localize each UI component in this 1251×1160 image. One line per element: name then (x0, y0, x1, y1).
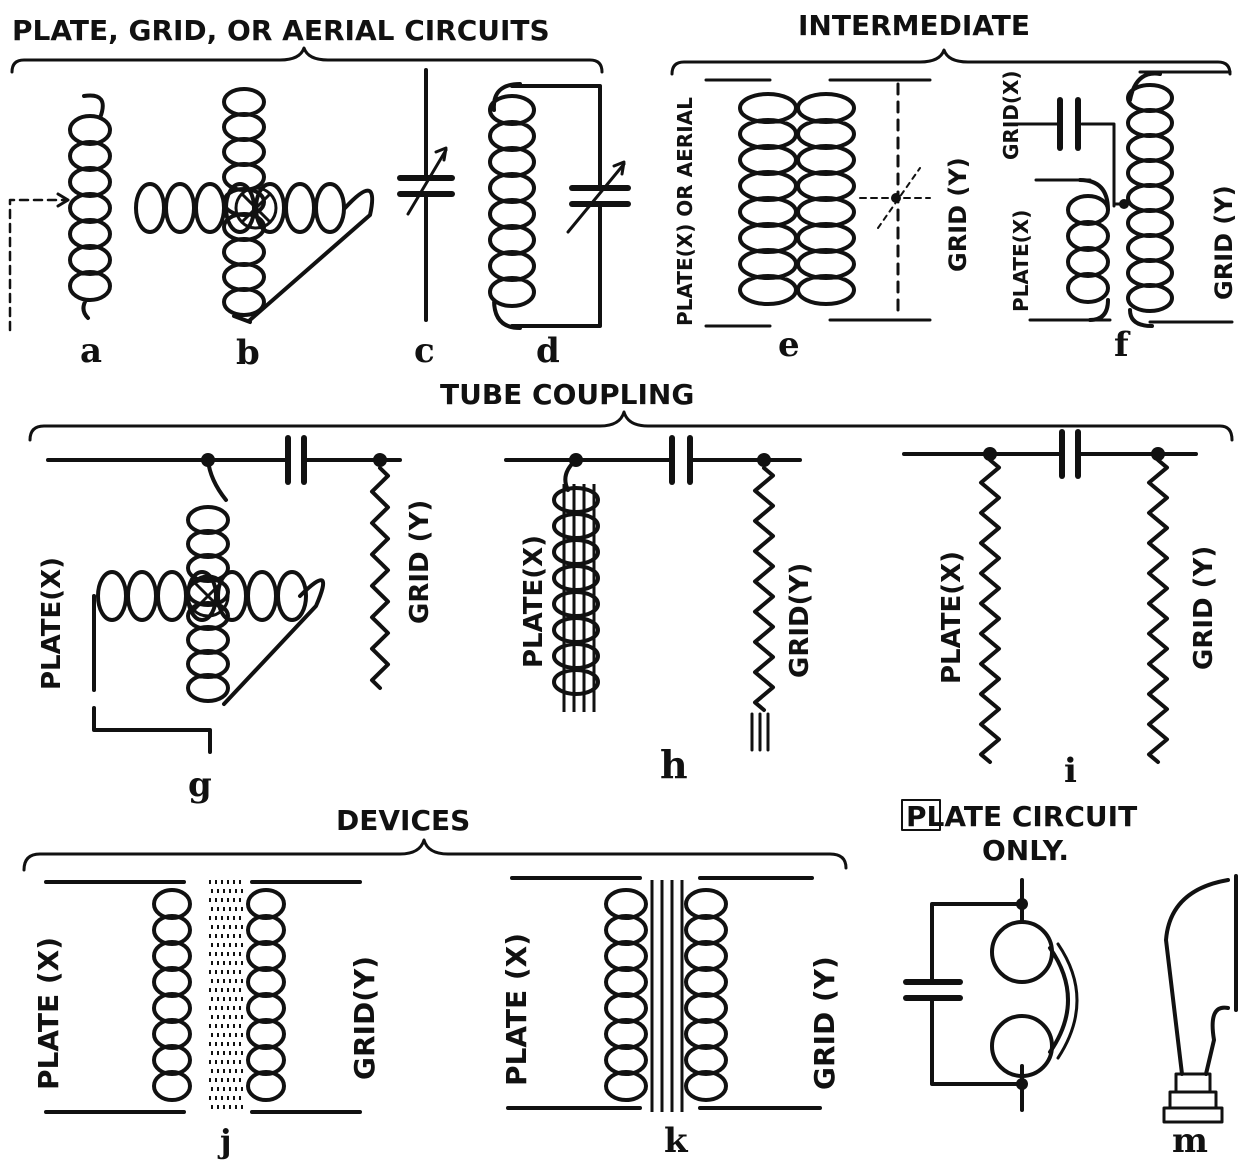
e-slider-junction (891, 193, 901, 203)
coil-d (488, 82, 536, 330)
heading-devices: DEVICES (336, 804, 470, 837)
label-k-grid: GRID (Y) (808, 956, 841, 1090)
label-f-grid-x: GRID(X) (999, 70, 1023, 160)
figure-letter-m: m (1172, 1121, 1208, 1160)
figure-letter-c: c (414, 331, 435, 371)
figure-letter-h: h (660, 742, 688, 787)
figure-j-transformer: PLATE (X) GRID(Y) (32, 880, 381, 1114)
coil-a (68, 93, 112, 320)
label-e-plate-aerial: PLATE(X) OR AERIAL (673, 97, 697, 326)
figure-letter-f: f (1114, 325, 1131, 365)
rotor-b (234, 186, 278, 230)
label-j-plate: PLATE (X) (32, 937, 65, 1090)
heading-plate-circuit-only-2: ONLY. (982, 834, 1069, 867)
headphones-with-condenser (903, 878, 1079, 1112)
coil-f-grid (1126, 71, 1174, 328)
label-j-grid: GRID(Y) (348, 956, 381, 1080)
figure-letter-g: g (188, 765, 212, 805)
heading-tube-coupling: TUBE COUPLING (440, 378, 694, 411)
coil-e-secondary (796, 92, 856, 306)
brace-intermediate (670, 48, 1232, 76)
label-g-grid: GRID (Y) (405, 500, 435, 624)
brace-plate-grid-aerial (10, 46, 604, 74)
figure-m-loudspeaker (1162, 874, 1238, 1124)
label-e-grid: GRID (Y) (944, 157, 972, 272)
label-h-grid: GRID(Y) (785, 563, 815, 678)
figure-letter-e: e (778, 325, 800, 365)
label-h-plate: PLATE(X) (519, 535, 549, 668)
figure-letter-a: a (80, 331, 102, 371)
figure-g-variometer-coupling: PLATE(X) GRID (Y) (37, 435, 435, 754)
figure-letter-j: j (217, 1122, 232, 1160)
brace-devices (22, 838, 848, 872)
figure-letter-i: i (1064, 751, 1077, 791)
slider-arrow-a (56, 192, 70, 208)
figure-letter-b: b (236, 333, 260, 373)
figure-a-variable-coil (8, 93, 112, 332)
slider-contact-a (8, 198, 66, 332)
figure-b-variometer (134, 87, 375, 324)
dotted-core-j (209, 880, 243, 1109)
figure-d-tuned-coil (488, 82, 631, 330)
figure-e-transformer: PLATE(X) OR AERIAL GRID (Y) (673, 78, 972, 328)
figure-f-coupler: GRID(X) PLATE(X) GRID (Y) (999, 70, 1238, 328)
figure-i-resistance-coupling: PLATE(X) GRID (Y) (902, 429, 1219, 764)
label-k-plate: PLATE (X) (500, 933, 533, 1086)
heading-box-mark (901, 799, 941, 831)
figure-k-iron-transformer: PLATE (X) GRID (Y) (500, 876, 841, 1112)
figure-h-choke-coupling: PLATE(X) GRID(Y) (504, 435, 815, 752)
figure-letter-d: d (536, 331, 560, 371)
heading-plate-grid-aerial: PLATE, GRID, OR AERIAL CIRCUITS (12, 14, 550, 47)
label-f-grid: GRID (Y) (1210, 185, 1238, 300)
coil-f-plate (1066, 178, 1110, 322)
heading-intermediate: INTERMEDIATE (798, 9, 1030, 42)
rotor-cross-b (240, 192, 272, 224)
coil-e-primary (738, 92, 798, 306)
brace-tube-coupling (28, 410, 1234, 442)
label-g-plate: PLATE(X) (37, 557, 67, 690)
label-i-grid: GRID (Y) (1189, 546, 1219, 670)
figure-c-variable-condenser (397, 68, 455, 322)
figure-letter-k: k (664, 1121, 689, 1160)
lead-b (248, 188, 375, 322)
label-i-plate: PLATE(X) (937, 551, 967, 684)
heading-plate-circuit-only-1: PLATE CIRCUIT (906, 800, 1137, 833)
earphone-upper (990, 920, 1054, 984)
label-f-plate: PLATE(X) (1009, 210, 1033, 312)
